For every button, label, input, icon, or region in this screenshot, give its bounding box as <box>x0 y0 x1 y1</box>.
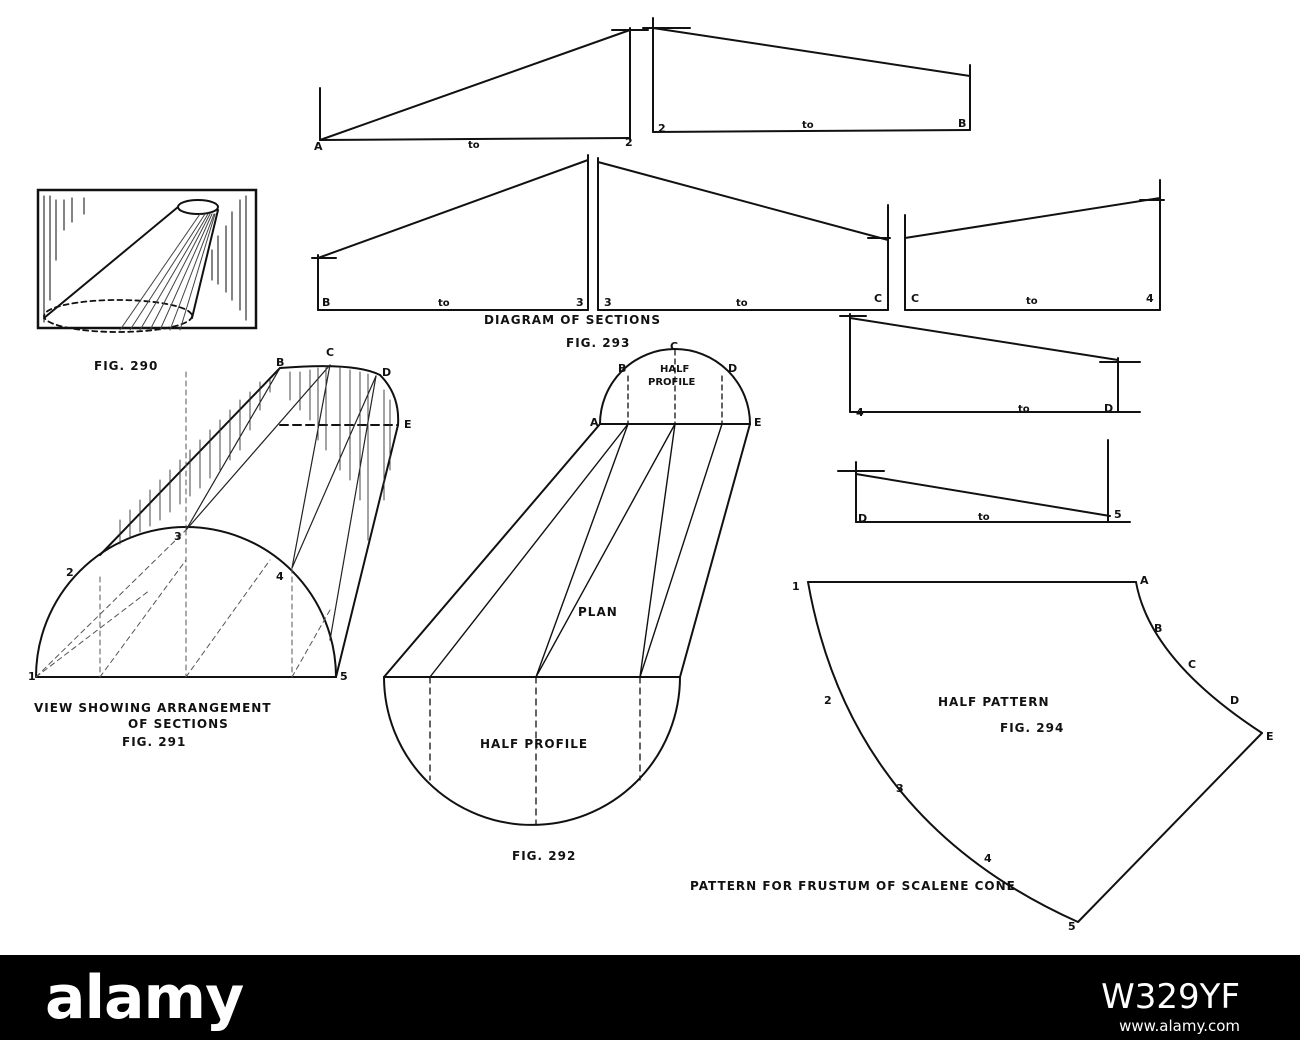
fig291-caption-line1: VIEW SHOWING ARRANGEMENT <box>34 701 272 715</box>
fig291-caption-line2: OF SECTIONS <box>128 717 229 731</box>
fig291-arrangement <box>35 364 400 678</box>
sec6-from: 4 <box>856 406 864 419</box>
sec6-end: D <box>1104 402 1113 415</box>
fig291-label-5: 5 <box>340 670 348 683</box>
half-profile-top-line2: PROFILE <box>648 377 695 388</box>
sec5-from: C <box>911 292 919 305</box>
sec3-to: to <box>438 298 450 309</box>
half-pattern-title: HALF PATTERN <box>938 695 1050 709</box>
fig291-label-C: C <box>326 346 334 359</box>
fig292-label-C: C <box>670 340 678 353</box>
fig291-label-3: 3 <box>174 530 182 543</box>
fig294-label-E: E <box>1266 730 1274 743</box>
half-profile-top-line1: HALF <box>660 364 689 375</box>
fig291-labels: B C D E 1 2 3 4 5 VIEW SHOWING ARRANGEME… <box>28 346 412 749</box>
watermark-url: www.alamy.com <box>1119 1017 1240 1035</box>
sec7-from: D <box>858 512 867 525</box>
sec4-to: to <box>736 298 748 309</box>
fig291-label-4: 4 <box>276 570 284 583</box>
fig290-caption: FIG. 290 <box>94 359 158 373</box>
fig292-label-D: D <box>728 362 737 375</box>
sec3-end: 3 <box>576 296 584 309</box>
sec5-to: to <box>1026 296 1038 307</box>
fig292-label-B: B <box>618 362 626 375</box>
fig292-label-A: A <box>590 416 599 429</box>
sec4-from: 3 <box>604 296 612 309</box>
sec1-end: 2 <box>625 136 633 149</box>
fig291-label-B: B <box>276 356 284 369</box>
fig292-caption: FIG. 292 <box>512 849 576 863</box>
fig294-label-B: B <box>1154 622 1162 635</box>
image-id: W329YF <box>1101 977 1240 1017</box>
sec2-to: to <box>802 120 814 131</box>
diagram-title: DIAGRAM OF SECTIONS <box>484 313 661 327</box>
sec1-from: A <box>314 140 323 153</box>
fig292-labels: A B C D E HALF PROFILE PLAN HALF PROFILE… <box>480 340 762 863</box>
fig294-label-3: 3 <box>896 782 904 795</box>
sec2-from: 2 <box>658 122 666 135</box>
sec6-to: to <box>1018 404 1030 415</box>
alamy-logo: alamy <box>45 963 244 1033</box>
technical-drawing: A to 2 2 to B B to 3 3 to C C to 4 4 to … <box>28 17 1274 933</box>
section-diagram-labels: A to 2 2 to B B to 3 3 to C C to 4 4 to … <box>314 117 1154 525</box>
fig291-caption-line3: FIG. 291 <box>122 735 186 749</box>
sec7-end: 5 <box>1114 508 1122 521</box>
sec7-to: to <box>978 512 990 523</box>
section-diagram <box>311 17 1165 523</box>
fig294-label-A: A <box>1140 574 1149 587</box>
sec3-from: B <box>322 296 330 309</box>
sec1-to: to <box>468 140 480 151</box>
sec4-end: C <box>874 292 882 305</box>
fig294-caption: FIG. 294 <box>1000 721 1064 735</box>
fig294-label-1: 1 <box>792 580 800 593</box>
fig294-label-4: 4 <box>984 852 992 865</box>
fig293-caption: FIG. 293 <box>566 336 630 350</box>
fig294-label-C: C <box>1188 658 1196 671</box>
fig291-label-2: 2 <box>66 566 74 579</box>
fig294-half-pattern <box>807 581 1263 923</box>
fig290-illustration <box>36 188 258 333</box>
plan-label: PLAN <box>578 605 618 619</box>
sec2-end: B <box>958 117 966 130</box>
pattern-caption: PATTERN FOR FRUSTUM OF SCALENE CONE <box>690 879 1016 893</box>
fig291-label-1: 1 <box>28 670 36 683</box>
fig294-label-2: 2 <box>824 694 832 707</box>
stock-watermark-bar: alamy W329YF www.alamy.com <box>0 955 1300 1040</box>
fig292-label-E: E <box>754 416 762 429</box>
fig291-label-D: D <box>382 366 391 379</box>
fig294-label-D: D <box>1230 694 1239 707</box>
half-profile-bottom: HALF PROFILE <box>480 737 588 751</box>
fig294-labels: 1 A B C D E 2 3 4 5 HALF PATTERN FIG. 29… <box>690 574 1274 933</box>
fig294-label-5: 5 <box>1068 920 1076 933</box>
sec5-end: 4 <box>1146 292 1154 305</box>
fig292-plan <box>383 348 751 826</box>
fig291-label-E: E <box>404 418 412 431</box>
